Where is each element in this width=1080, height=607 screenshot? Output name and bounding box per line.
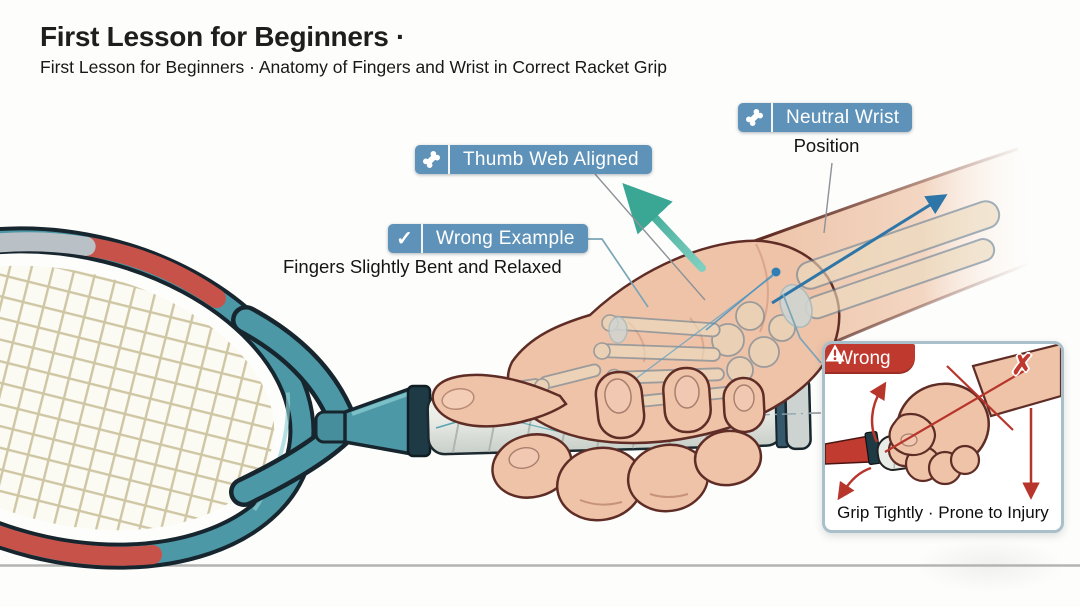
inset-header-text: Wrong	[835, 348, 891, 369]
leader-lines	[580, 162, 833, 414]
tennis-racket	[0, 226, 432, 570]
inset-forearm	[971, 344, 1061, 418]
racket-accent-silver	[0, 232, 96, 259]
wrong-grip-illustration	[825, 344, 1061, 501]
check-icon: ✓	[388, 224, 423, 253]
racket-accent-red-top	[76, 236, 226, 308]
gripping-hand	[431, 200, 1001, 522]
callout-sublabel-fingers: Fingers Slightly Bent and Relaxed	[283, 256, 562, 277]
callout-sublabel-position: Position	[793, 135, 860, 156]
bone-icon	[738, 103, 773, 132]
inset-shaft-red	[825, 435, 870, 465]
bone-icon	[415, 145, 450, 174]
wrong-grip-inset: Wrong ✗ Grip Tightly · Prone to Injury	[822, 341, 1064, 533]
callout-neutral-wrist: Neutral Wrist	[738, 103, 913, 132]
inset-header-ribbon: Wrong	[825, 344, 915, 374]
thumb	[431, 373, 568, 428]
page-title: First Lesson for Beginners ·	[40, 21, 405, 52]
cross-mark: ✗	[1011, 350, 1034, 380]
racket-accent-red-bottom	[0, 524, 163, 566]
finger-nail	[604, 378, 632, 414]
inset-caption: Grip Tightly · Prone to Injury	[837, 503, 1049, 522]
racket-head	[0, 226, 316, 570]
fingertips-over-grip	[594, 366, 766, 440]
racket-shaft-cone	[343, 384, 432, 458]
callout-thumb-web: Thumb Web Aligned	[415, 145, 652, 174]
warning-triangle-icon	[825, 344, 845, 362]
callout-label: Neutral Wrist	[786, 106, 900, 128]
header-block: First Lesson for Beginners · First Lesso…	[40, 20, 667, 78]
curled-fingers	[491, 429, 763, 522]
thumb-nail	[441, 388, 475, 410]
finger-nail	[733, 384, 755, 412]
direction-arrows	[622, 182, 948, 305]
racket-collar-band	[406, 384, 432, 458]
callout-label: Wrong Example	[436, 227, 575, 249]
racket-strings	[0, 265, 275, 531]
finger-nail	[674, 375, 700, 409]
inset-fist	[887, 382, 990, 486]
page-subtitle: First Lesson for Beginners · Anatomy of …	[40, 56, 667, 77]
callout-wrong-example: ✓ Wrong Example	[388, 224, 588, 253]
thumb-web-arrow	[622, 182, 706, 272]
wrist-cartilage	[779, 283, 813, 329]
racket-throat	[229, 305, 357, 507]
callout-label: Thumb Web Aligned	[463, 148, 639, 170]
inset-warning-marks	[837, 365, 1040, 501]
wrist-axis-arrow	[771, 194, 948, 305]
